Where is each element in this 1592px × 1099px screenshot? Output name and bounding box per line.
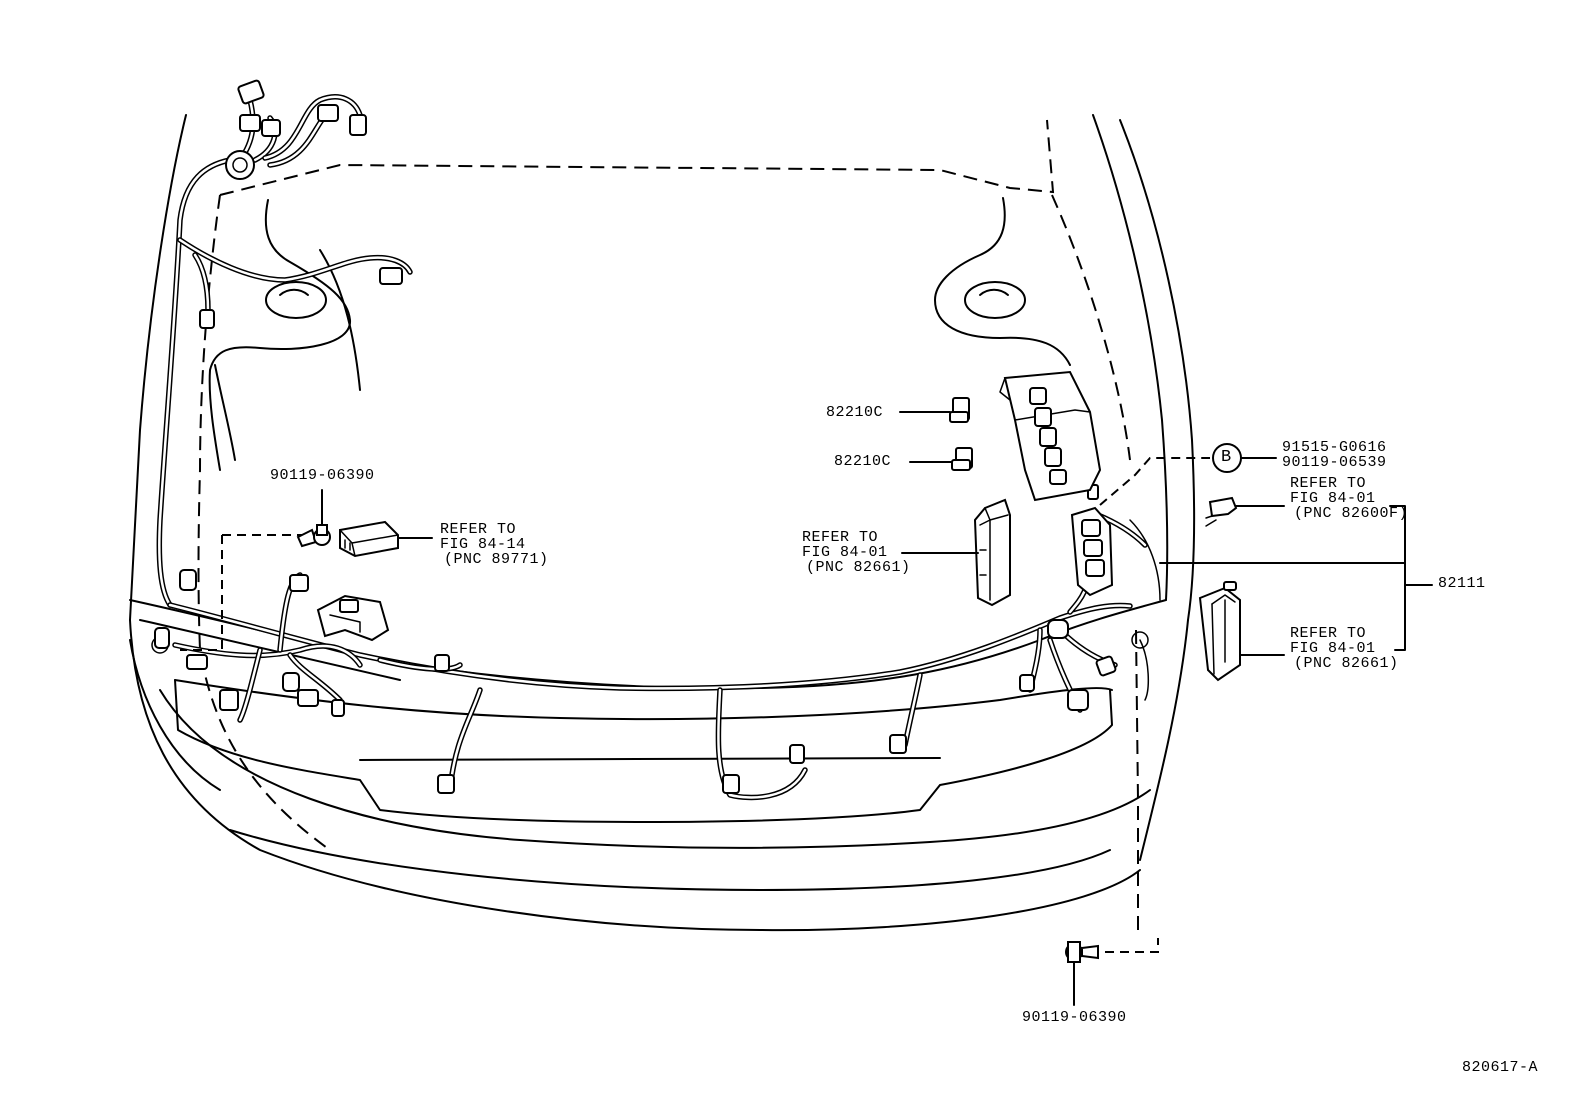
bolt-icon-left	[296, 524, 331, 548]
connector-82600f	[1205, 496, 1285, 527]
refer-84-14-line2: FIG 84-14	[440, 536, 526, 553]
relay-82210c-upper	[949, 397, 970, 423]
parts-b-label-1: 91515-G0616	[1282, 439, 1387, 456]
hood-outline	[197, 119, 1139, 938]
relay-82210c-lower	[951, 447, 973, 471]
fuse-box-82661	[973, 498, 1011, 607]
relay-89771	[339, 520, 399, 558]
junction-block-right	[1070, 506, 1114, 597]
bolt-bottom-group	[1065, 938, 1159, 1006]
b-callout-lines	[1099, 443, 1277, 506]
refer-82600f-line2: FIG 84-01	[1290, 490, 1376, 507]
refer-84-01-fuse-line2: FIG 84-01	[802, 544, 888, 561]
relay-82210c-upper-label: 82210C	[826, 404, 884, 421]
refer-84-01-right-line3: (PNC 82661)	[1294, 655, 1399, 672]
refer-84-14-line1: REFER TO	[440, 521, 517, 538]
relay-82210c-group	[899, 397, 973, 471]
refer-84-14-line3: (PNC 89771)	[444, 551, 549, 568]
refer-84-01-fuse-line3: (PNC 82661)	[806, 559, 911, 576]
refer-84-01-fuse-line1: REFER TO	[802, 529, 879, 546]
refer-84-01-right-line2: FIG 84-01	[1290, 640, 1376, 657]
relay-block-right	[999, 370, 1102, 502]
circle-b-letter: B	[1221, 448, 1232, 467]
car-body	[129, 114, 1196, 932]
relay-82210c-lower-label: 82210C	[834, 453, 892, 470]
bolt-bottom-label: 90119-06390	[1022, 1009, 1127, 1026]
refer-84-01-right-line1: REFER TO	[1290, 625, 1367, 642]
harness-82111-bracket	[1159, 505, 1433, 651]
parts-b-label-2: 90119-06539	[1282, 454, 1387, 471]
bolt-left-group	[180, 489, 433, 651]
refer-82600f-line3: (PNC 82600F)	[1294, 505, 1409, 522]
bolt-icon-bottom	[1065, 941, 1099, 963]
bolt-left-label: 90119-06390	[270, 467, 375, 484]
refer-82600f-line1: REFER TO	[1290, 475, 1367, 492]
harness-82111-label: 82111	[1438, 575, 1486, 592]
fuse-block-right-82661	[1198, 581, 1285, 682]
figure-id: 820617-A	[1462, 1059, 1539, 1076]
